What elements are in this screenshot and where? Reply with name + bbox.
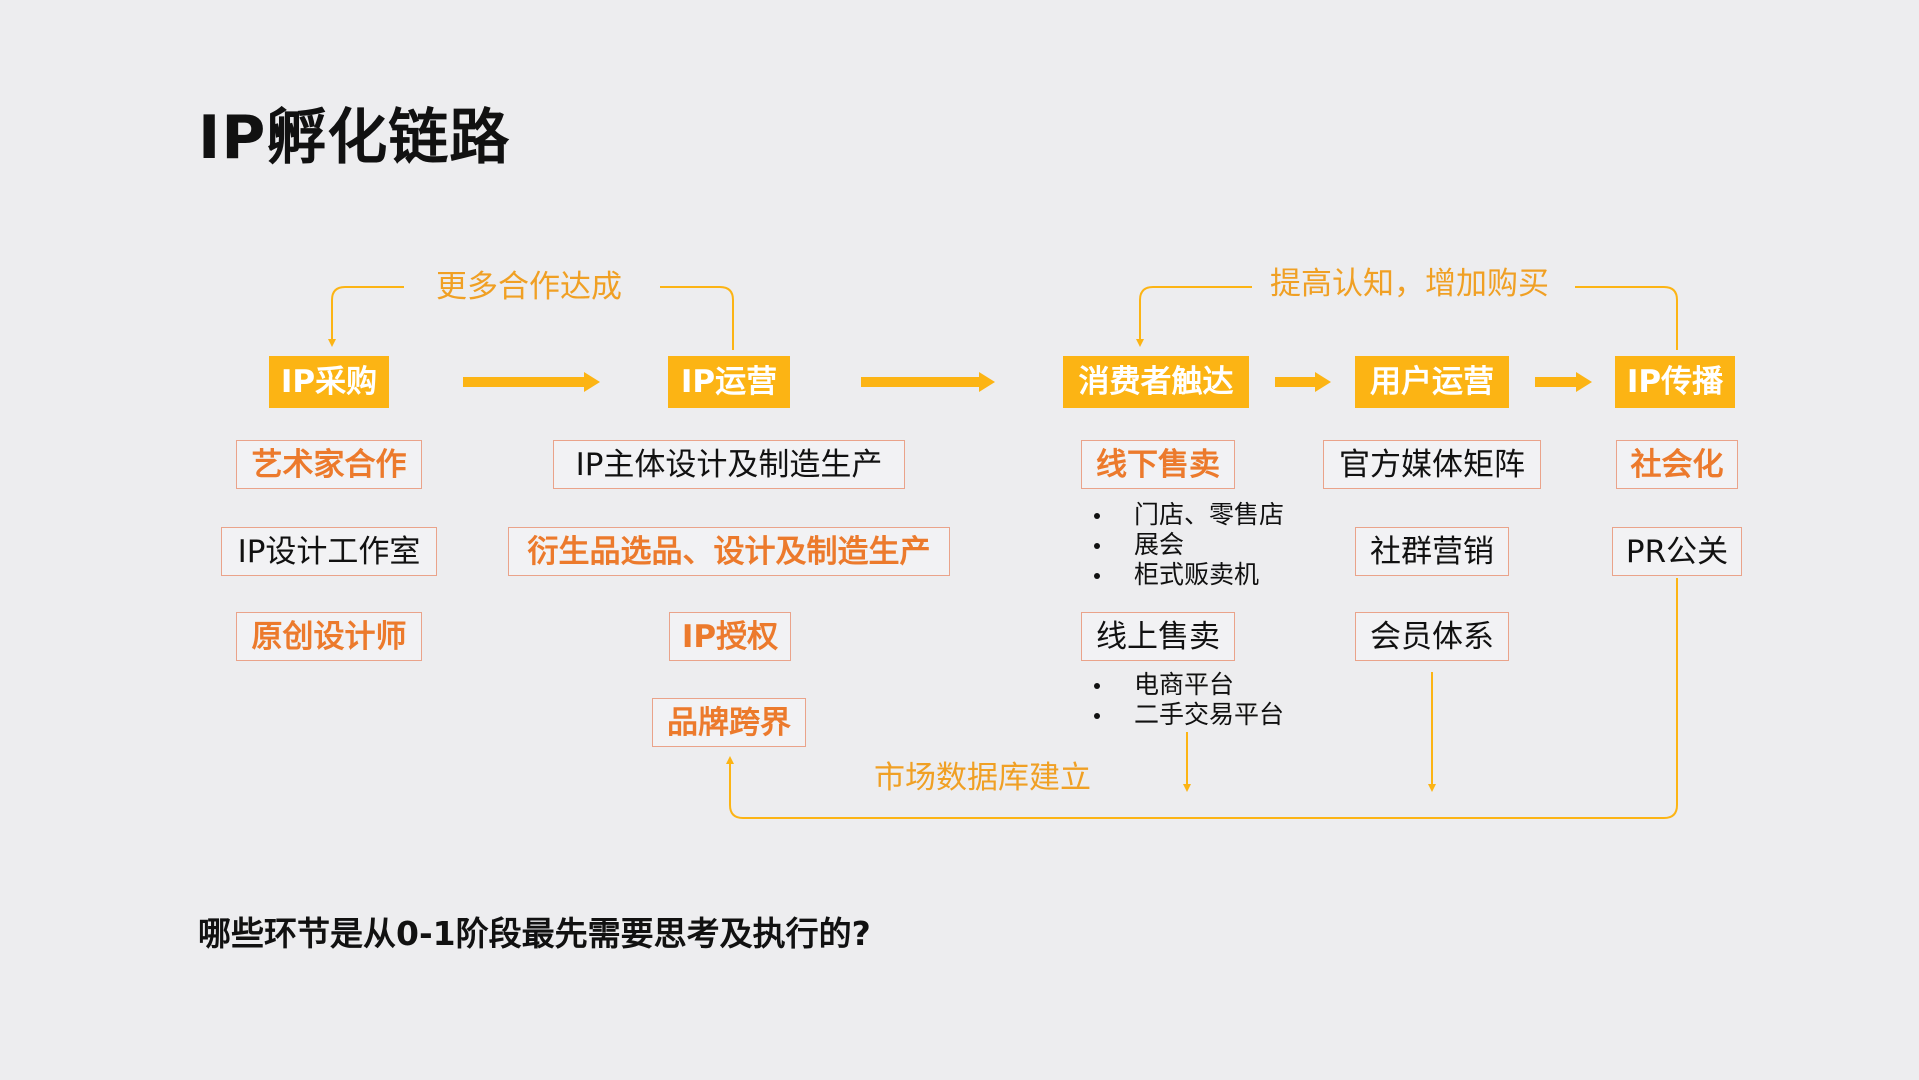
- stage-header-procurement: IP采购: [269, 356, 389, 408]
- list-item: 电商平台: [1094, 670, 1284, 700]
- item-official-media-matrix: 官方媒体矩阵: [1323, 440, 1541, 489]
- list-item: 门店、零售店: [1094, 500, 1284, 530]
- item-online-sales: 线上售卖: [1081, 612, 1235, 661]
- annotation-more-cooperation: 更多合作达成: [436, 269, 622, 305]
- item-brand-crossover: 品牌跨界: [652, 698, 806, 747]
- loop-awareness: [1136, 286, 1678, 350]
- annotation-database: 市场数据库建立: [874, 760, 1091, 796]
- item-pr: PR公关: [1612, 527, 1742, 576]
- item-ip-main-design: IP主体设计及制造生产: [553, 440, 905, 489]
- item-offline-sales: 线下售卖: [1081, 440, 1235, 489]
- list-item: 柜式贩卖机: [1094, 560, 1284, 590]
- item-socialization: 社会化: [1616, 440, 1738, 489]
- question-text: 哪些环节是从0-1阶段最先需要思考及执行的?: [198, 914, 871, 953]
- item-ip-design-studio: IP设计工作室: [221, 527, 437, 576]
- list-item: 展会: [1094, 530, 1284, 560]
- online-details-list: 电商平台 二手交易平台: [1094, 670, 1284, 730]
- stage-header-operation: IP运营: [668, 356, 790, 408]
- page-title: IP孵化链路: [198, 103, 511, 173]
- item-community-marketing: 社群营销: [1355, 527, 1509, 576]
- item-ip-licensing: IP授权: [669, 612, 791, 661]
- stage-header-consumer-reach: 消费者触达: [1063, 356, 1249, 408]
- stage-header-propagation: IP传播: [1615, 356, 1735, 408]
- offline-details-list: 门店、零售店 展会 柜式贩卖机: [1094, 500, 1284, 590]
- annotation-awareness: 提高认知，增加购买: [1270, 266, 1549, 302]
- item-membership-system: 会员体系: [1355, 612, 1509, 661]
- item-derivative-products: 衍生品选品、设计及制造生产: [508, 527, 950, 576]
- main-flow-arrows: [463, 372, 1592, 392]
- stage-header-user-operation: 用户运营: [1355, 356, 1509, 408]
- item-artist-cooperation: 艺术家合作: [236, 440, 422, 489]
- loop-more-cooperation: [328, 286, 734, 350]
- item-original-designer: 原创设计师: [236, 612, 422, 661]
- loop-database: [726, 578, 1678, 819]
- list-item: 二手交易平台: [1094, 700, 1284, 730]
